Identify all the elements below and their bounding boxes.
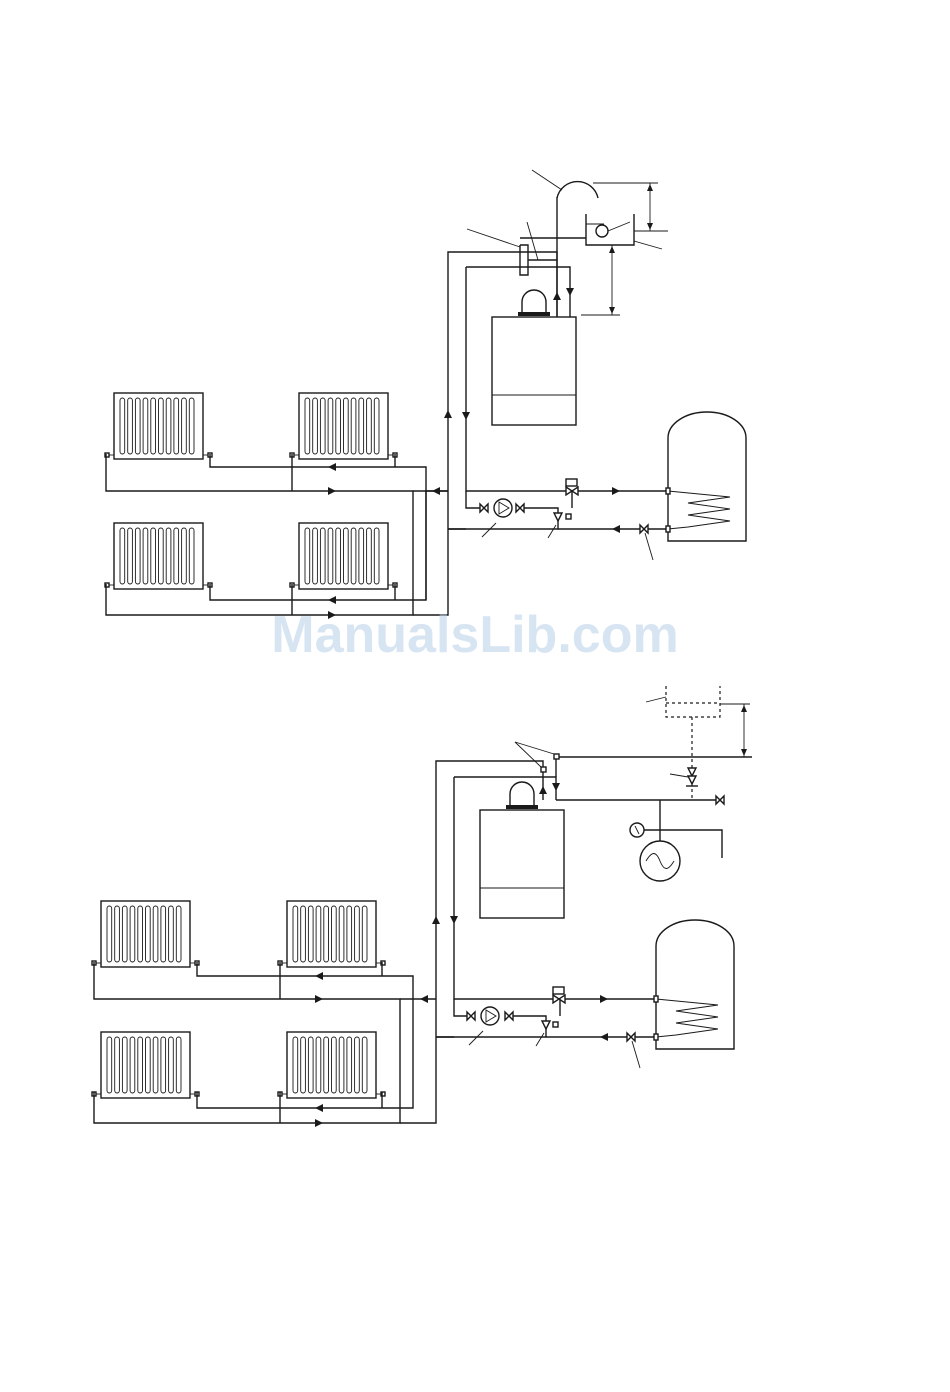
three-port-valve <box>554 479 578 521</box>
radiator <box>278 1032 385 1098</box>
dimension-lines <box>581 183 668 315</box>
pressure-gauge <box>630 823 644 837</box>
feed-and-expansion-tank <box>586 214 634 245</box>
drain-valve <box>716 796 724 804</box>
diagram-open-vented <box>105 170 746 619</box>
radiator <box>278 901 385 967</box>
radiator <box>105 523 212 589</box>
radiator <box>290 393 397 459</box>
diagram-sealed <box>92 686 752 1127</box>
hot-water-cylinder <box>666 412 746 541</box>
radiator <box>290 523 397 589</box>
radiator-pipework <box>94 757 752 1123</box>
radiator <box>105 393 212 459</box>
hot-water-cylinder <box>654 920 734 1049</box>
boiler <box>492 290 576 425</box>
isolating-valve <box>627 1033 635 1041</box>
boiler <box>480 782 564 918</box>
isolating-valve <box>640 525 648 533</box>
filling-tank <box>666 686 720 800</box>
circulating-pump <box>480 499 524 517</box>
radiator <box>92 901 199 967</box>
dimension-lines <box>720 704 750 757</box>
radiator <box>92 1032 199 1098</box>
expansion-vessel <box>640 841 680 881</box>
three-port-valve <box>542 987 565 1029</box>
circulating-pump <box>467 1007 513 1025</box>
